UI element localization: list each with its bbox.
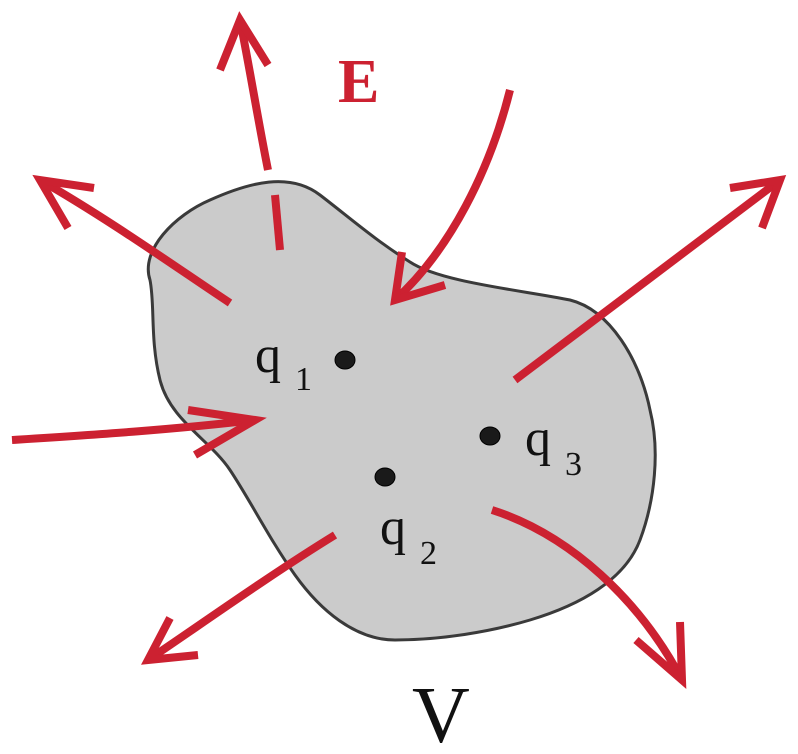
field-line-upper-left xyxy=(32,174,233,307)
charge-letter: q xyxy=(255,327,281,384)
charge-dot xyxy=(479,426,501,446)
closed-volume-region xyxy=(146,180,657,642)
field-line-top xyxy=(216,11,284,251)
field-label: E xyxy=(338,48,379,116)
volume-label: V xyxy=(412,672,470,754)
charge-index: 3 xyxy=(565,446,582,483)
field-line-upper-inward xyxy=(390,89,514,306)
charge-q3: q 3 xyxy=(479,410,582,483)
charge-dot xyxy=(334,350,356,370)
charge-letter: q xyxy=(525,410,551,467)
charge-q2: q 2 xyxy=(374,467,437,572)
charge-index: 2 xyxy=(420,535,437,572)
charge-q1: q 1 xyxy=(255,327,356,398)
charge-dot xyxy=(374,467,396,487)
field-line-lower-right xyxy=(490,506,687,690)
field-line-left-inward xyxy=(11,406,267,459)
field-line-lower-left xyxy=(141,531,338,665)
field-line-upper-right xyxy=(512,174,787,384)
charge-letter: q xyxy=(380,499,406,556)
charge-index: 1 xyxy=(295,361,312,398)
